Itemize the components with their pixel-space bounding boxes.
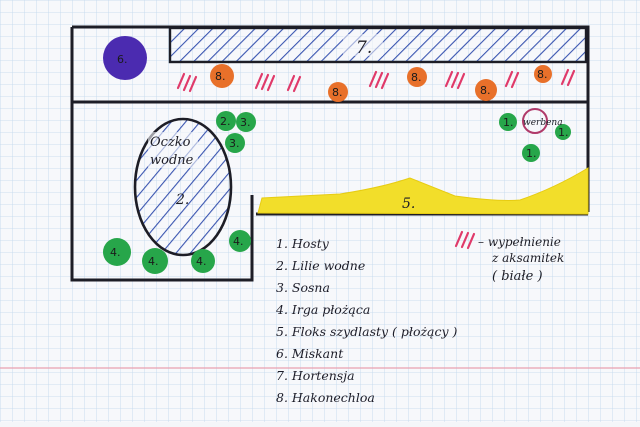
hakonechloa-label: 8.	[332, 86, 343, 99]
legend-item: 6. Miskant	[276, 346, 344, 361]
cotoneaster-plant: 4.	[191, 249, 215, 273]
phlox-border-label: 5.	[402, 196, 415, 212]
hosta-plants: 1. 1. 1. werbena	[499, 108, 571, 162]
verbena-ring: werbena	[522, 108, 563, 134]
pine-label: 2.	[220, 115, 231, 128]
verbena-label: werbena	[523, 118, 563, 128]
plant-legend: 1. Hosty 2. Lilie wodne 3. Sosna 4. Irga…	[275, 236, 458, 405]
hosta-label: 1.	[558, 126, 569, 139]
marigold-marks	[176, 68, 576, 250]
phlox-border: 5.	[257, 167, 589, 215]
hakonechloa-label: 8.	[411, 71, 422, 84]
hakonechloa-plant: 8.	[407, 67, 427, 87]
miscanthus-label: 6.	[117, 53, 128, 66]
pond-label-line1: Oczko	[150, 135, 191, 150]
annotation-line1: – wypełnienie	[478, 235, 561, 249]
pine-plant: 2.	[216, 111, 236, 131]
pond-number: 2.	[175, 192, 189, 208]
legend-item: 2. Lilie wodne	[275, 258, 365, 273]
hydrangea-bed: 7.	[168, 26, 588, 64]
pine-plant: 3.	[236, 112, 256, 132]
hosta-plant: 1.	[522, 144, 540, 162]
pond: Oczko wodne 2.	[133, 117, 233, 257]
cotoneaster-label: 4.	[196, 255, 207, 268]
legend-item: 3. Sosna	[276, 280, 330, 295]
annotation-line2: z aksamitek	[491, 251, 564, 265]
pond-label-line2: wodne	[150, 153, 194, 168]
hakonechloa-label: 8.	[215, 70, 226, 83]
legend-item: 4. Irga płożąca	[275, 302, 370, 317]
hakonechloa-plant: 8.	[210, 64, 234, 88]
hakonechloa-plants: 8. 8. 8. 8. 8.	[210, 64, 552, 102]
hosta-plant: 1.	[499, 113, 517, 131]
cotoneaster-label: 4.	[233, 235, 244, 248]
cotoneaster-plants: 4. 4. 4. 4.	[103, 230, 251, 274]
cotoneaster-plant: 4.	[103, 238, 131, 266]
cotoneaster-plant: 4.	[142, 248, 168, 274]
legend-item: 5. Floks szydlasty ( płożący )	[276, 324, 458, 339]
hydrangea-bed-label: 7.	[356, 38, 372, 58]
annotation-line3: ( białe )	[492, 269, 543, 284]
hosta-plant: 1.	[555, 124, 571, 140]
marigold-annotation: – wypełnienie z aksamitek ( białe )	[478, 235, 564, 284]
hosta-label: 1.	[503, 116, 514, 129]
hakonechloa-plant: 8.	[328, 82, 348, 102]
miscanthus-plant: 6.	[103, 36, 147, 80]
hakonechloa-label: 8.	[537, 68, 548, 81]
cotoneaster-plant: 4.	[229, 230, 251, 252]
pine-label: 3.	[229, 137, 240, 150]
cotoneaster-label: 4.	[148, 255, 159, 268]
cotoneaster-label: 4.	[110, 246, 121, 259]
pine-plants: 2. 3. 3.	[216, 111, 256, 153]
hakonechloa-label: 8.	[480, 84, 491, 97]
legend-item: 7. Hortensja	[276, 368, 355, 383]
pine-label: 3.	[240, 116, 251, 129]
hosta-label: 1.	[526, 147, 537, 160]
hakonechloa-plant: 8.	[534, 65, 552, 83]
legend-item: 8. Hakonechloa	[276, 390, 375, 405]
hakonechloa-plant: 8.	[475, 79, 497, 101]
legend-item: 1. Hosty	[276, 236, 330, 251]
pine-plant: 3.	[225, 133, 245, 153]
